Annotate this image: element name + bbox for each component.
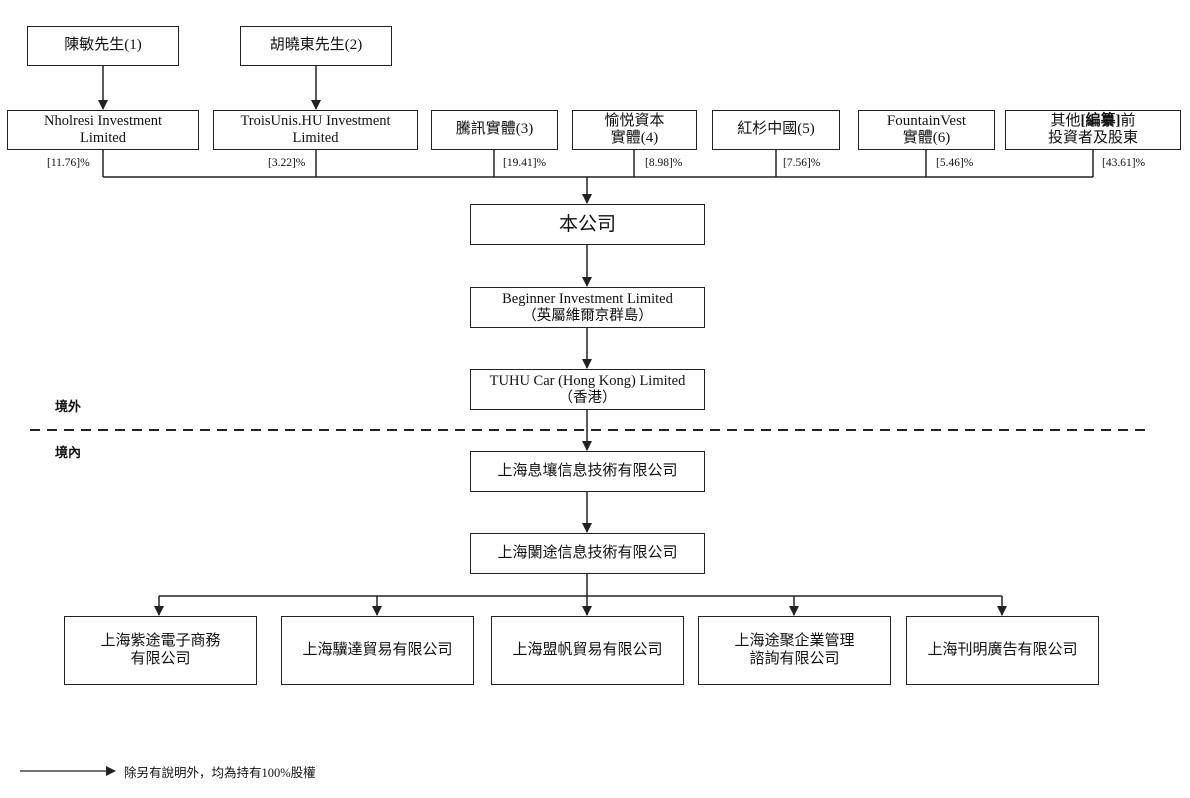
box-subsidiary-kanming: 上海刊明廣告有限公司 xyxy=(906,616,1099,685)
box-tencent: 騰訊實體(3) xyxy=(431,110,558,150)
yuyue-line1: 愉悦資本 xyxy=(604,112,665,129)
troisunis-line2: Limited xyxy=(292,130,339,146)
kanming-label: 上海刊明廣告有限公司 xyxy=(927,641,1078,658)
box-xirang: 上海息壤信息技術有限公司 xyxy=(470,451,705,492)
onshore-label: 境內 xyxy=(55,446,82,461)
box-fountainvest: FountainVest 實體(6) xyxy=(858,110,995,150)
tuhu-hk-line1: TUHU Car (Hong Kong) Limited xyxy=(489,372,686,389)
offshore-label: 境外 xyxy=(55,400,82,415)
sequoia-label: 紅杉中國(5) xyxy=(737,121,815,138)
pct-sequoia: [7.56]% xyxy=(783,157,821,169)
others-line1-post: 前 xyxy=(1120,112,1136,129)
hu-xiaodong-label: 胡曉東先生(2) xyxy=(269,37,363,54)
nholresi-line1: Nholresi Investment xyxy=(44,113,162,130)
beginner-line2: （英屬維爾京群島） xyxy=(522,307,653,324)
box-sequoia: 紅杉中國(5) xyxy=(712,110,840,150)
box-troisunis: TroisUnis.HU Investment Limited xyxy=(213,110,418,150)
box-other-shareholders: 其他[編纂]前 投資者及股東 xyxy=(1005,110,1181,150)
pct-tencent: [19.41]% xyxy=(503,157,547,169)
pct-yuyue: [8.98]% xyxy=(645,157,683,169)
box-subsidiary-tuju: 上海途聚企業管理 諮詢有限公司 xyxy=(698,616,891,685)
tuhu-hk-line2: （香港） xyxy=(558,389,617,406)
pct-nholresi: [11.76]% xyxy=(47,157,90,169)
box-subsidiary-jida: 上海驥達貿易有限公司 xyxy=(281,616,474,685)
pct-troisunis: [3.22]% xyxy=(268,157,306,169)
fountainvest-line1: FountainVest xyxy=(886,112,967,129)
box-subsidiary-mengfan: 上海盟帆貿易有限公司 xyxy=(491,616,684,685)
beginner-line1: Beginner Investment Limited xyxy=(502,290,673,307)
yuyue-line2: 實體(4) xyxy=(610,130,659,146)
others-line2: 投資者及股東 xyxy=(1047,130,1138,146)
box-subsidiary-zitu: 上海紫途電子商務 有限公司 xyxy=(64,616,257,685)
box-tuhu-hong-kong: TUHU Car (Hong Kong) Limited （香港） xyxy=(470,369,705,410)
nholresi-line2: Limited xyxy=(80,130,126,146)
tuju-line2: 諮詢有限公司 xyxy=(749,650,840,667)
zitu-line2: 有限公司 xyxy=(130,650,191,667)
pct-others: [43.61]% xyxy=(1102,157,1146,169)
tuju-line1: 上海途聚企業管理 xyxy=(734,633,855,650)
lantu-label: 上海闌途信息技術有限公司 xyxy=(497,544,678,561)
legend-text: 除另有說明外，均為持有100%股權 xyxy=(124,766,316,780)
chen-min-label: 陳敏先生(1) xyxy=(64,37,142,54)
jida-label: 上海驥達貿易有限公司 xyxy=(302,641,453,658)
box-lantu: 上海闌途信息技術有限公司 xyxy=(470,533,705,574)
box-nholresi: Nholresi Investment Limited xyxy=(7,110,199,150)
others-line1-pre: 其他 xyxy=(1050,112,1081,129)
box-yuyue: 愉悦資本 實體(4) xyxy=(572,110,697,150)
box-chen-min: 陳敏先生(1) xyxy=(27,26,179,66)
pct-fountainvest: [5.46]% xyxy=(936,157,974,169)
box-company: 本公司 xyxy=(470,204,705,245)
fountainvest-line2: 實體(6) xyxy=(902,130,951,146)
mengfan-label: 上海盟帆貿易有限公司 xyxy=(512,641,663,658)
xirang-label: 上海息壤信息技術有限公司 xyxy=(497,462,678,479)
company-label: 本公司 xyxy=(558,213,616,235)
troisunis-line1: TroisUnis.HU Investment xyxy=(240,113,391,130)
tencent-label: 騰訊實體(3) xyxy=(455,121,534,138)
box-beginner-investment: Beginner Investment Limited （英屬維爾京群島） xyxy=(470,287,705,328)
others-line1-bold: [編纂] xyxy=(1080,112,1121,129)
box-hu-xiaodong: 胡曉東先生(2) xyxy=(240,26,392,66)
zitu-line1: 上海紫途電子商務 xyxy=(100,633,221,650)
others-line1: 其他[編纂]前 xyxy=(1050,113,1135,130)
